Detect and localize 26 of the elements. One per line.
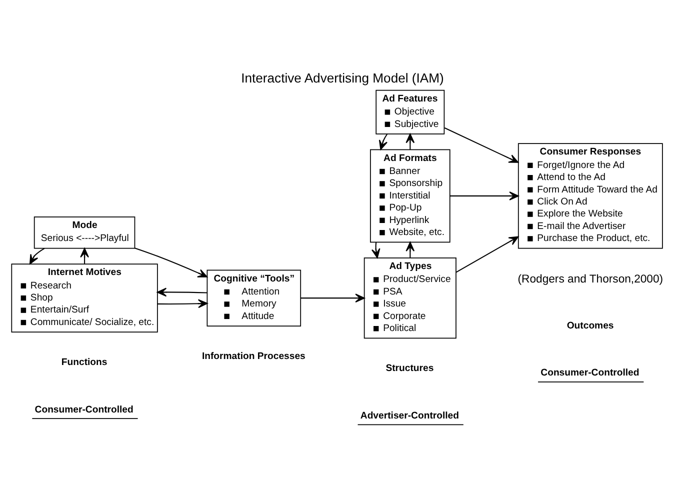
diagram-title: Interactive Advertising Model (IAM) [241, 70, 444, 85]
label: Consumer-Controlled [540, 367, 640, 378]
label: Outcomes [566, 320, 614, 331]
node-box: Consumer Responses Forget/Ignore the Ad Attend to the Ad Form Attitude Toward the Ad Click On Ad Explore the Website E-mail the Advertiser Purchase the Product, etc. [518, 142, 663, 248]
arrow [456, 236, 519, 272]
arrow [29, 248, 45, 264]
label: (Rodgers and Thorson,2000) [518, 273, 664, 286]
arrow [134, 247, 208, 277]
label: Information Processes [202, 350, 306, 362]
label: Advertiser-Controlled [360, 410, 460, 421]
label: Consumer-Controlled [34, 404, 134, 415]
node-box: Ad Formats Banner Sponsorship Interstitial Pop-Up Hyperlink Website, etc. [370, 148, 450, 242]
arrow [300, 293, 365, 302]
label: Structures [386, 362, 434, 374]
arrow [450, 190, 519, 200]
arrow [406, 241, 415, 258]
node-box: Ad Features Objective Subjective [376, 89, 445, 134]
arrow [156, 287, 208, 296]
node-box: Internet Motives Research Shop Entertain/Surf Communicate/ Socialize, etc. [11, 263, 158, 332]
label: Functions [61, 356, 108, 368]
node-box: Ad Types Product/Service PSA Issue Corporate Political [364, 256, 456, 338]
arrow [444, 126, 519, 162]
node-box: Mode Serious <---->Playful [34, 216, 136, 248]
arrow [80, 247, 89, 264]
arrow [157, 298, 208, 308]
node-box: Cognitive “Tools” Attention Memory Attitude [206, 269, 302, 326]
